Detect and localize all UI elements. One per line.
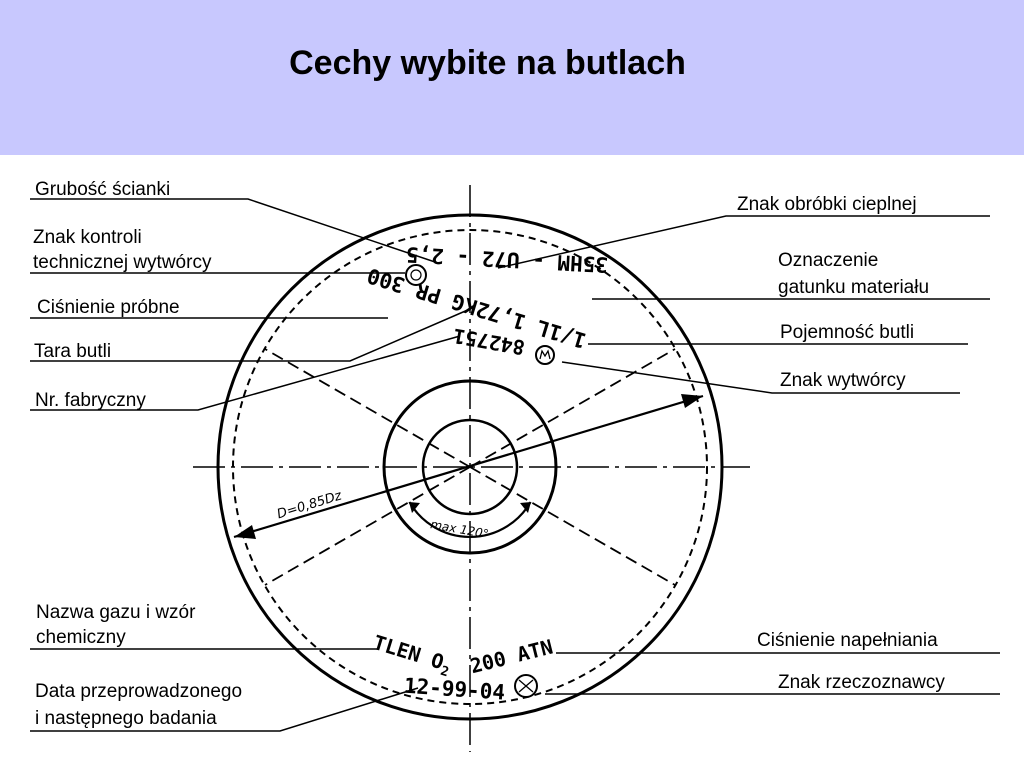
label-oznaczenie-line1: Oznaczenie	[778, 250, 878, 271]
leader-znak-wytworcy	[561, 361, 960, 394]
slide-title: Cechy wybite na butlach	[289, 44, 686, 82]
label-cisnienie-napelniania: Ciśnienie napełniania	[757, 630, 938, 651]
sector-line-lower-right	[469, 466, 676, 586]
sector-line-upper-right	[469, 348, 676, 468]
diameter-annotation: D=0,85Dz	[275, 488, 344, 522]
diameter-line	[233, 394, 704, 539]
leader-znak-obrobki	[497, 215, 990, 269]
label-oznaczenie-line2: gatunku materiału	[778, 277, 929, 298]
sector-line-lower-left	[264, 466, 471, 586]
stamp-filling-pressure: 200 ATN	[468, 635, 556, 679]
diameter-arrowhead-left	[234, 525, 256, 539]
label-znak-rzeczoznawcy: Znak rzeczoznawcy	[778, 672, 945, 693]
stamp-gas-subscript: 2	[439, 664, 451, 681]
technical-control-mark-icon	[405, 264, 427, 286]
label-znak-kontroli-line1: Znak kontroli	[33, 227, 142, 248]
label-znak-wytworcy: Znak wytwórcy	[780, 370, 906, 391]
leader-tara	[30, 308, 471, 362]
angle-annotation: max 120°	[429, 517, 489, 541]
label-nr-fabryczny: Nr. fabryczny	[35, 390, 146, 411]
label-pojemnosc: Pojemność butli	[780, 322, 914, 343]
label-znak-kontroli-line2: technicznej wytwórcy	[33, 252, 212, 273]
angle-arrowhead-right	[520, 502, 531, 513]
diameter-arrowhead-right	[681, 394, 703, 408]
stamp-steel-grade: 35HM - U72 - 2,5	[405, 242, 608, 277]
label-grubosc-scianki: Grubość ścianki	[35, 179, 170, 200]
sector-line-upper-left	[264, 348, 471, 468]
stamp-test-date: 12-99-04	[403, 674, 506, 705]
label-data-badania-line1: Data przeprowadzonego	[35, 681, 242, 702]
manufacturer-mark-icon	[535, 345, 555, 365]
label-data-badania-line2: i następnego badania	[35, 708, 217, 729]
leader-data-badania	[30, 687, 419, 732]
slide-header: Cechy wybite na butlach	[0, 0, 1024, 155]
angle-arc	[408, 501, 532, 539]
label-cisnienie-probne: Ciśnienie próbne	[37, 297, 180, 318]
label-nazwa-gazu-line2: chemiczny	[36, 627, 126, 648]
leader-nr-fabryczny	[30, 335, 461, 411]
stamp-gas-name: TLEN O2	[369, 630, 454, 680]
angle-arrowhead-left	[409, 502, 420, 513]
leader-grubosc	[30, 198, 436, 263]
label-tara-butli: Tara butli	[34, 341, 111, 362]
cylinder-stamp-diagram: Grubość ścianki Znak kontroli techniczne…	[30, 179, 1000, 752]
expert-mark-icon	[514, 674, 538, 698]
label-znak-obrobki: Znak obróbki cieplnej	[737, 194, 917, 215]
label-nazwa-gazu-line1: Nazwa gazu i wzór	[36, 602, 196, 623]
